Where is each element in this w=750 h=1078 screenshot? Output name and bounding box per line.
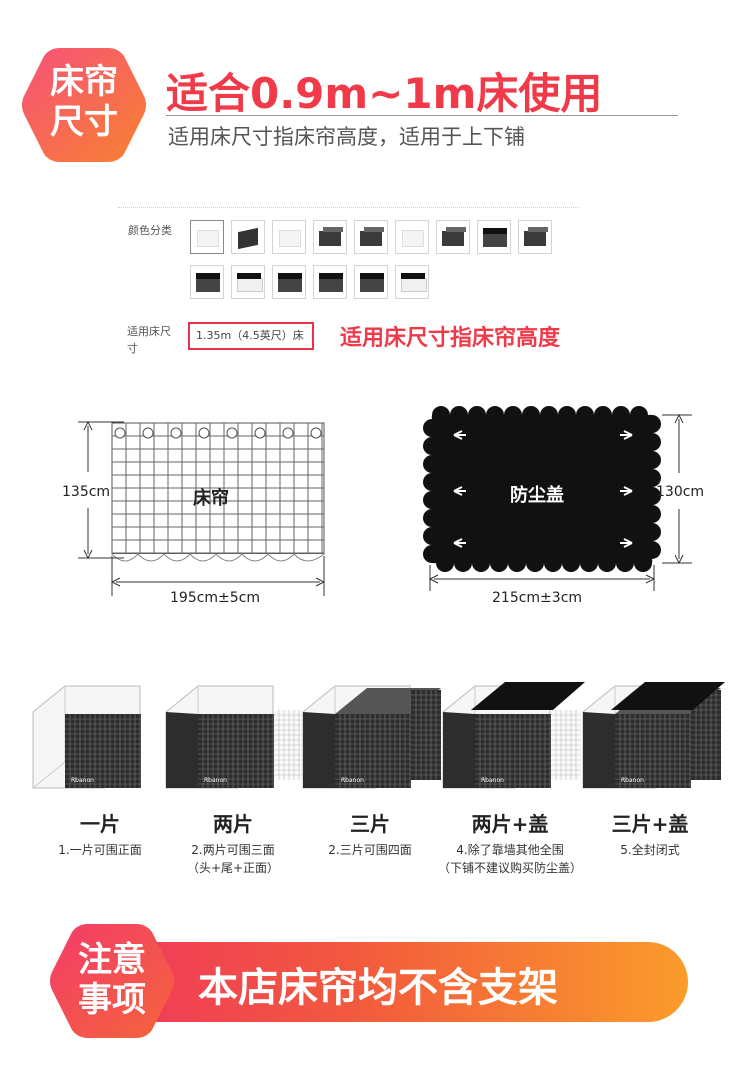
curtain-grid (111, 422, 325, 562)
install-illustration: Rbanon (165, 685, 304, 789)
cover-height-arrow (662, 413, 692, 565)
color-swatch[interactable] (354, 220, 388, 254)
install-option-title: 三片+盖 (611, 812, 689, 836)
install-illustration: Rbanon (32, 685, 141, 789)
page-title: 适合0.9m~1m床使用 (166, 69, 603, 118)
color-swatch[interactable] (313, 220, 347, 254)
cover-width-label: 215cm±3cm (492, 590, 583, 606)
color-swatch[interactable] (436, 220, 470, 254)
color-swatch[interactable] (231, 220, 265, 254)
badge-line2: 尺寸 (50, 102, 118, 142)
curtain-width-arrow (110, 556, 326, 596)
svg-text:Rbanon: Rbanon (621, 777, 644, 784)
svg-text:Rbanon: Rbanon (204, 777, 227, 784)
cover-width-arrow (428, 565, 656, 591)
size-note: 适用床尺寸指床帘高度 (340, 326, 561, 351)
title-divider (166, 115, 678, 116)
cover-diagram (423, 406, 692, 591)
install-option-desc-2: （下铺不建议购买防尘盖） (437, 861, 582, 875)
header-badge: 床帘 尺寸 (20, 44, 148, 166)
svg-text:Rbanon: Rbanon (71, 777, 94, 784)
install-option-desc: 1.一片可围正面 (58, 843, 142, 857)
curtain-diagram (78, 420, 326, 596)
color-swatch[interactable] (395, 265, 429, 299)
curtain-label: 床帘 (193, 488, 229, 509)
svg-text:Rbanon: Rbanon (341, 777, 364, 784)
size-label: 适用床尺寸 (127, 325, 171, 355)
notice-badge-line2: 事项 (78, 980, 146, 1020)
color-swatch[interactable] (231, 265, 265, 299)
curtain-height-label: 135cm (62, 484, 111, 500)
color-label: 颜色分类 (128, 224, 172, 237)
badge-line1: 床帘 (50, 62, 118, 102)
install-option-desc: 4.除了靠墙其他全围 (456, 843, 564, 857)
install-option-desc-2: （头+尾+正面） (186, 861, 280, 875)
curtain-width-label: 195cm±5cm (170, 590, 261, 606)
install-option-title: 一片 (80, 812, 120, 836)
color-swatch[interactable] (190, 265, 224, 299)
install-option-desc: 5.全封闭式 (620, 843, 680, 857)
color-swatch[interactable] (272, 265, 306, 299)
notice-text: 本店床帘均不含支架 (198, 965, 558, 1011)
install-option-title: 三片 (350, 812, 390, 836)
notice-badge-line1: 注意 (78, 940, 146, 980)
color-swatch[interactable] (518, 220, 552, 254)
install-option-title: 两片 (213, 812, 253, 836)
cover-shape (423, 406, 661, 572)
color-swatch[interactable] (354, 265, 388, 299)
curtain-height-arrow (78, 420, 124, 560)
color-swatch[interactable] (395, 220, 429, 254)
install-option-desc: 2.两片可围三面 (191, 843, 275, 857)
color-swatch[interactable] (477, 220, 511, 254)
install-option-desc: 2.三片可围四面 (328, 843, 412, 857)
cover-height-label: 130cm (656, 484, 705, 500)
panel-divider (118, 207, 580, 208)
color-swatch[interactable] (190, 220, 224, 254)
cover-label: 防尘盖 (510, 485, 564, 506)
install-illustration: Rbanon (302, 685, 441, 789)
size-option-selected[interactable]: 1.35m（4.5英尺）床 (188, 322, 314, 350)
notice-badge: 注意 事项 (48, 920, 176, 1042)
page-subtitle: 适用床尺寸指床帘高度，适用于上下铺 (168, 125, 525, 149)
svg-text:Rbanon: Rbanon (481, 777, 504, 784)
install-illustration: Rbanon (582, 682, 725, 789)
notice-bar (80, 942, 688, 1022)
install-illustration: Rbanon (442, 682, 585, 789)
install-option-title: 两片+盖 (471, 812, 549, 836)
color-swatch[interactable] (272, 220, 306, 254)
color-swatch[interactable] (313, 265, 347, 299)
